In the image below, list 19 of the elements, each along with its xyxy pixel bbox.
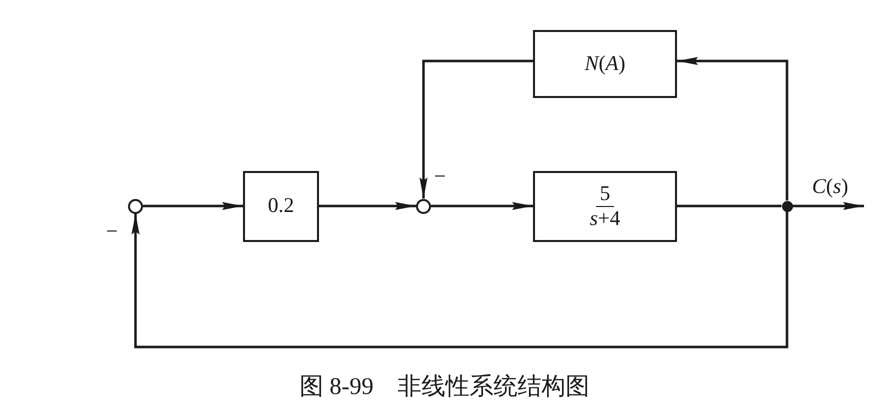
branch-point — [782, 200, 792, 212]
arrow — [677, 57, 788, 200]
arrow — [431, 202, 533, 210]
transfer-function-block — [533, 30, 677, 98]
arrow — [420, 60, 533, 198]
arrow — [319, 202, 416, 210]
figure-caption: 图 8-99 非线性系统结构图 — [298, 373, 590, 402]
fraction-denominator: s+4 — [588, 206, 622, 230]
transfer-function-block — [533, 170, 677, 242]
arrow — [792, 202, 864, 210]
transfer-function-block — [243, 170, 319, 242]
signal-label: C(s) — [812, 176, 848, 197]
arrow — [132, 212, 788, 348]
fraction-numerator: 5 — [596, 182, 614, 206]
arrow — [143, 202, 243, 210]
summing-junction — [128, 198, 143, 214]
block-label: N(A) — [584, 52, 626, 76]
summing-junction — [416, 198, 431, 214]
block-label: 0.2 — [268, 194, 294, 218]
